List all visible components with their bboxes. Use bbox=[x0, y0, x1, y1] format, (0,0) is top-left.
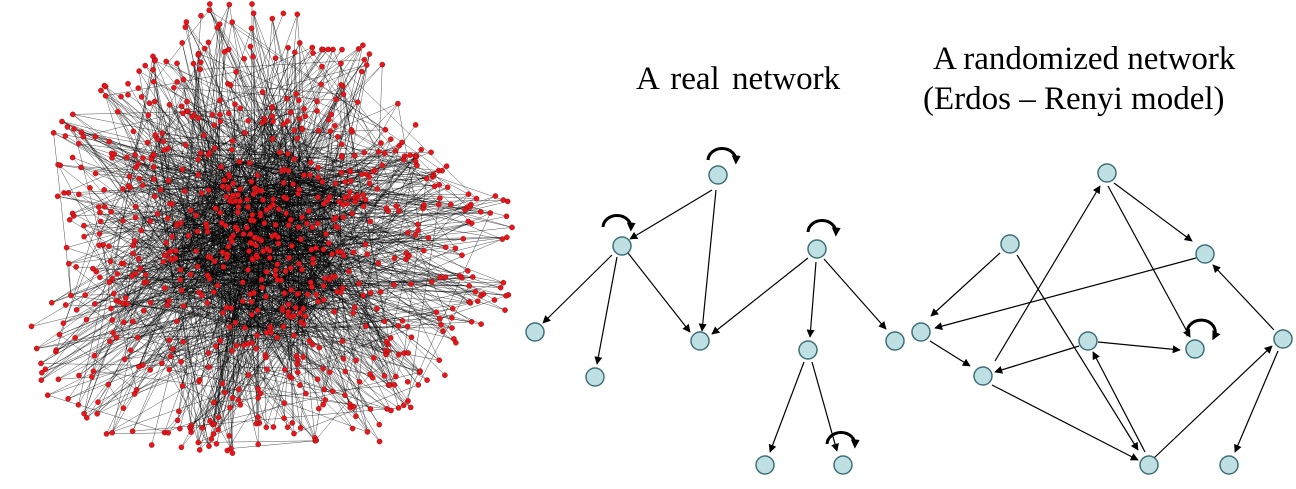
self-loop-arrow bbox=[806, 219, 841, 237]
real-edge bbox=[627, 252, 691, 333]
random-edge bbox=[1097, 341, 1181, 354]
hairball-edges bbox=[31, 3, 513, 454]
random-edge bbox=[994, 345, 1080, 374]
real-network-edges bbox=[542, 189, 887, 453]
random-node bbox=[1219, 455, 1239, 475]
hairball-node-cloud bbox=[28, 1, 515, 456]
random-node bbox=[1185, 339, 1205, 359]
real-network-nodes bbox=[525, 165, 905, 475]
real-edge bbox=[594, 256, 618, 365]
random-node bbox=[1139, 455, 1159, 475]
random-edge bbox=[1016, 254, 1139, 451]
random-node bbox=[1078, 331, 1098, 351]
real-node bbox=[833, 455, 853, 475]
real-edge bbox=[629, 189, 713, 240]
random-edge bbox=[994, 185, 1101, 362]
random-node bbox=[1097, 163, 1117, 183]
real-node bbox=[755, 455, 775, 475]
random-edge bbox=[934, 257, 1197, 330]
randomized-network-diagram bbox=[911, 163, 1293, 475]
random-network-title-line1: A randomized network bbox=[933, 41, 1236, 77]
real-node bbox=[807, 239, 827, 259]
real-edge bbox=[711, 257, 809, 335]
self-loop-arrow bbox=[1185, 318, 1221, 341]
real-node bbox=[885, 331, 905, 351]
large-real-network-visualization bbox=[28, 1, 515, 456]
random-edge bbox=[1153, 345, 1273, 459]
real-edge bbox=[806, 261, 817, 338]
random-network-nodes bbox=[911, 163, 1293, 475]
random-node bbox=[1273, 329, 1293, 349]
self-loop-arrow bbox=[601, 214, 636, 232]
real-edge bbox=[542, 254, 613, 324]
random-network-edges bbox=[929, 182, 1279, 461]
self-loop-arrow bbox=[706, 147, 741, 165]
random-edge bbox=[1107, 185, 1191, 338]
self-loop-arrow bbox=[825, 431, 860, 449]
random-edge bbox=[1092, 351, 1146, 453]
real-node bbox=[690, 331, 710, 351]
random-edge bbox=[1234, 350, 1279, 453]
random-node bbox=[1195, 244, 1215, 264]
real-network-diagram bbox=[525, 147, 905, 475]
random-edge bbox=[929, 340, 971, 367]
real-node bbox=[525, 322, 545, 342]
real-edge bbox=[811, 361, 839, 452]
random-node bbox=[911, 322, 931, 342]
random-node bbox=[973, 366, 993, 386]
real-network-self-loops bbox=[601, 147, 860, 449]
random-edge bbox=[930, 252, 1001, 317]
real-edge bbox=[698, 189, 717, 332]
real-edge bbox=[768, 361, 805, 453]
real-node bbox=[585, 367, 605, 387]
real-node bbox=[798, 340, 818, 360]
random-node bbox=[1000, 234, 1020, 254]
hairball-edge-bundle bbox=[31, 3, 513, 454]
hairball-nodes bbox=[28, 1, 515, 456]
real-network-title: A real network bbox=[636, 61, 841, 97]
real-node bbox=[708, 165, 728, 185]
random-edge bbox=[1212, 264, 1275, 331]
random-edge bbox=[991, 384, 1139, 461]
random-edge bbox=[1113, 182, 1193, 242]
real-node bbox=[612, 236, 632, 256]
random-network-title-line2: (Erdos – Renyi model) bbox=[923, 81, 1225, 117]
real-edge bbox=[823, 258, 887, 330]
